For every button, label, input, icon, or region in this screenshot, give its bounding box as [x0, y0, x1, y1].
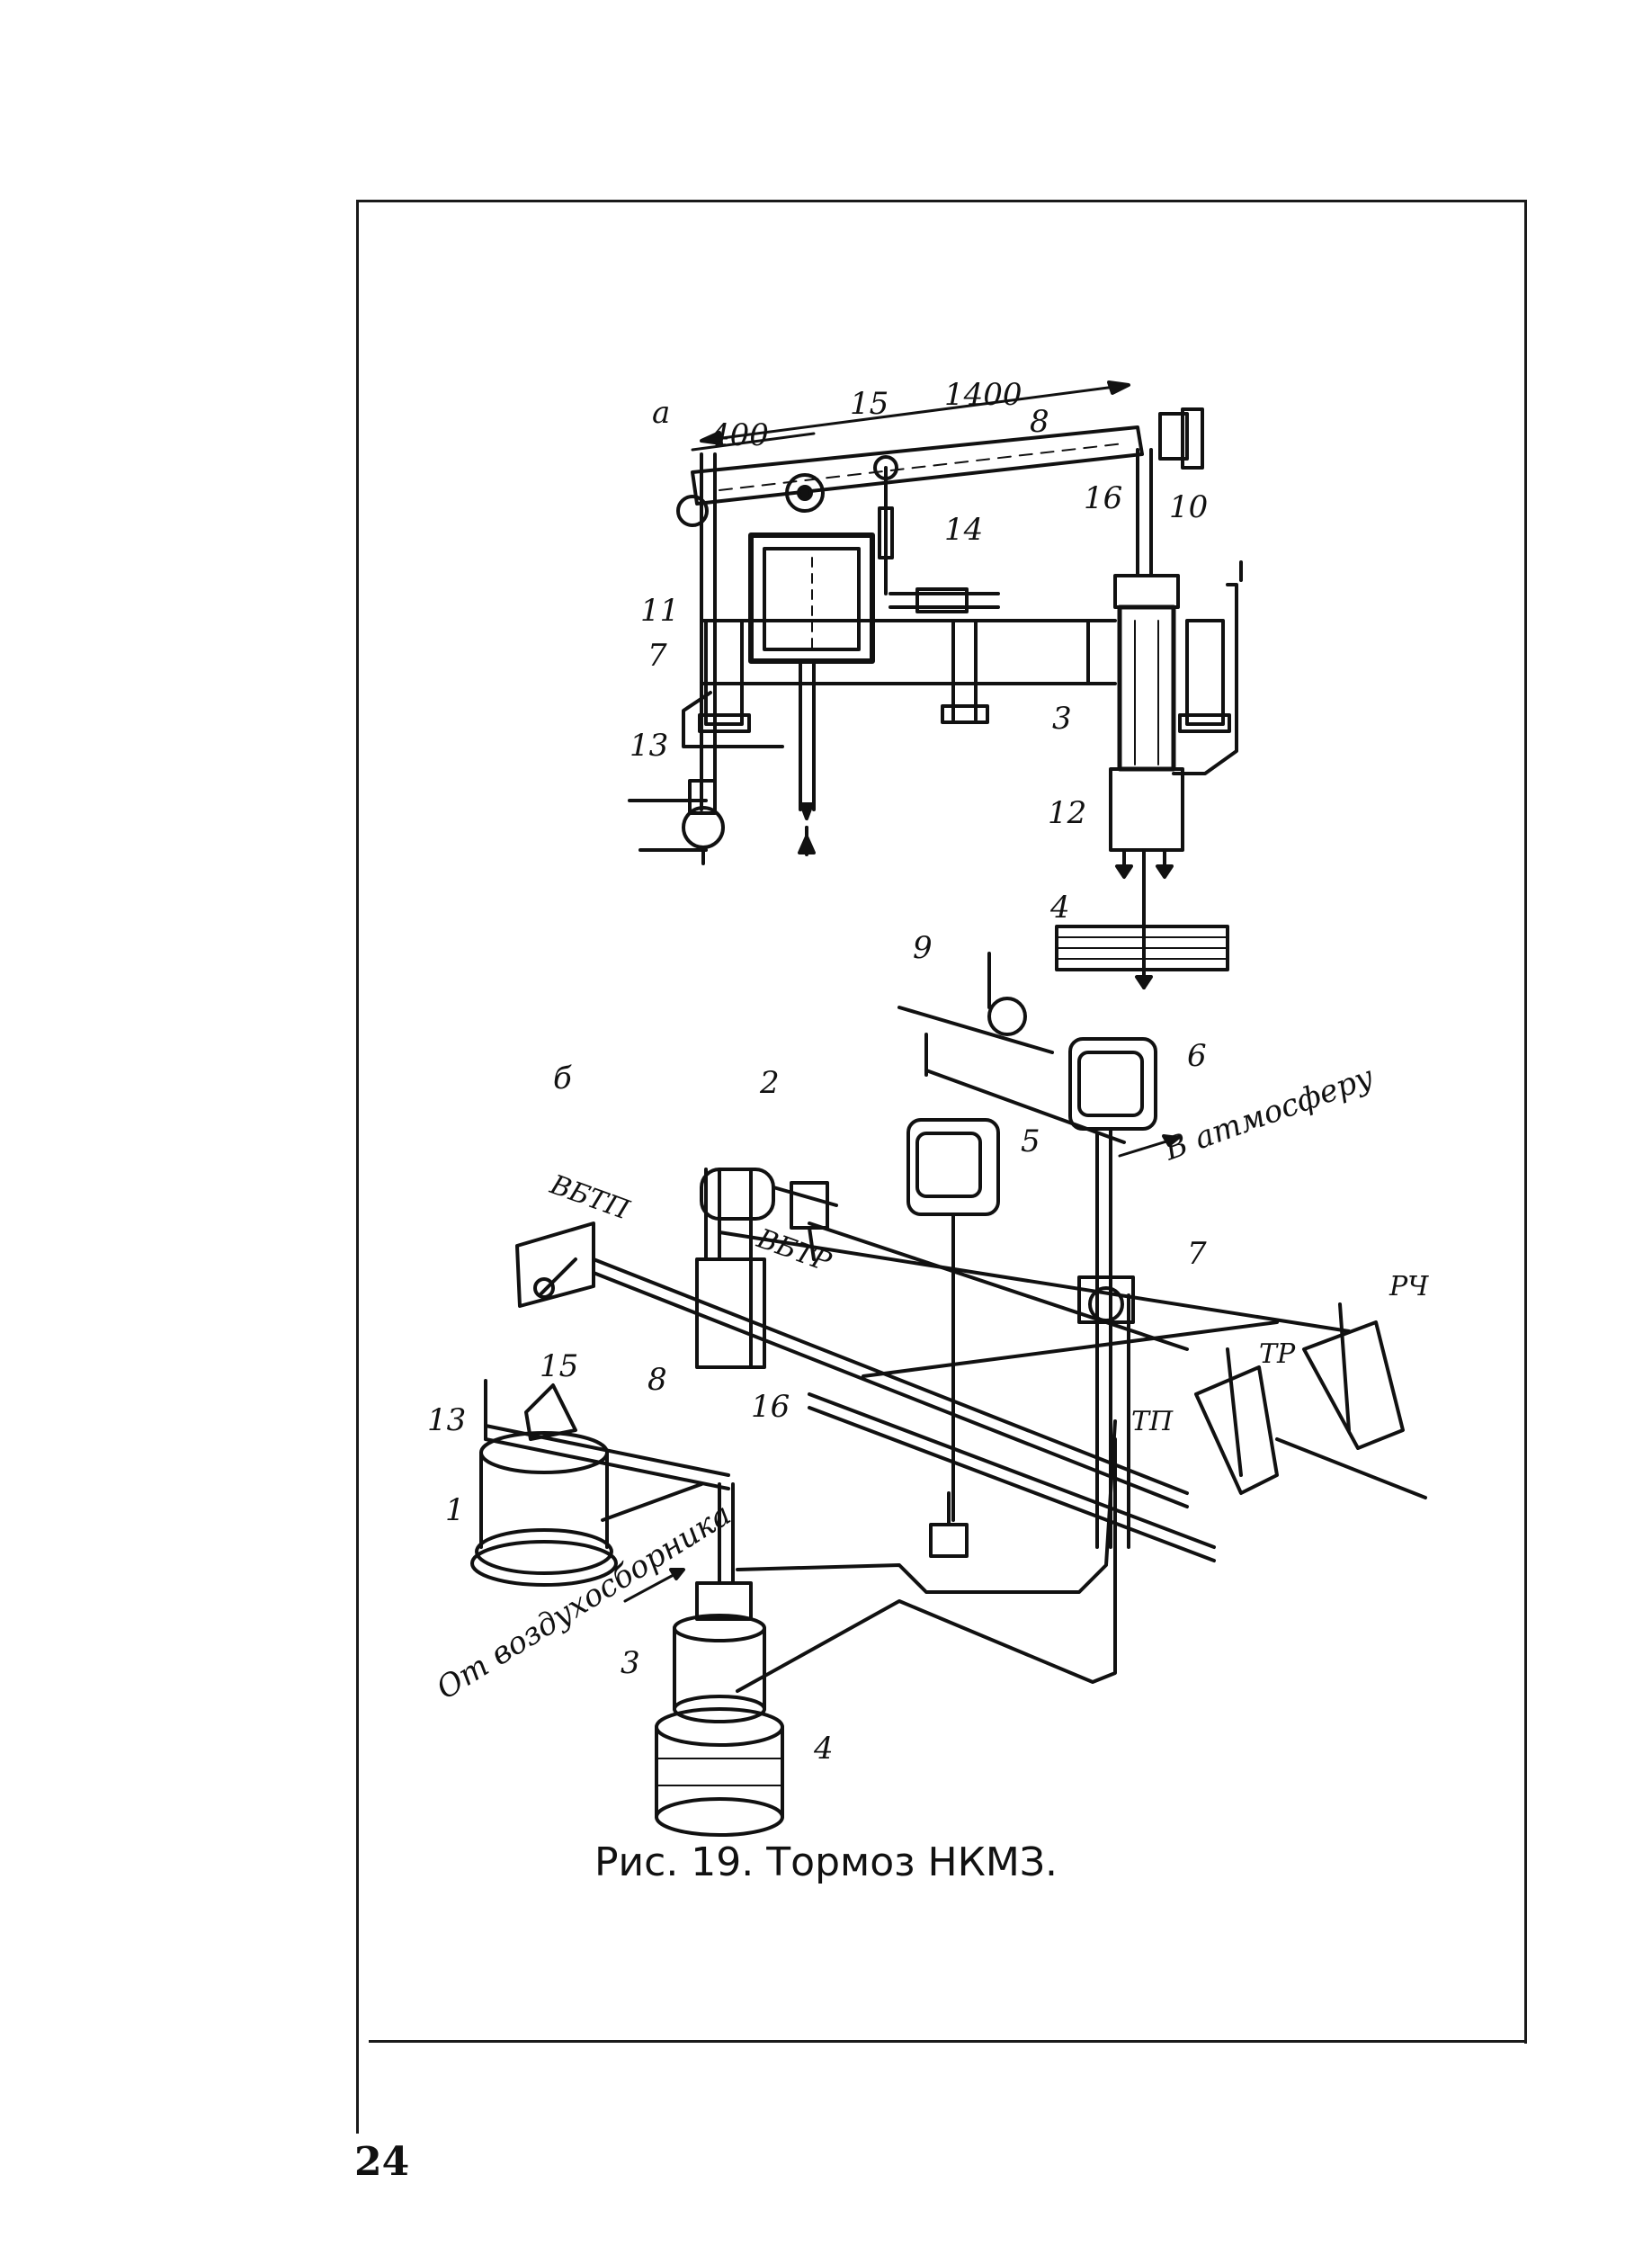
label-b-6: 6	[1187, 1038, 1207, 1074]
label-b-5: 5	[1021, 1123, 1040, 1159]
label-b-13: 13	[427, 1402, 466, 1438]
label-from-air-collector: От воздухосборника	[431, 1497, 737, 1707]
label-a-9: 9	[913, 930, 933, 966]
label-to-atmosphere: В атмосферу	[1158, 1059, 1378, 1168]
label-a-14: 14	[944, 512, 983, 548]
panel-b-drawing	[470, 952, 1427, 1837]
page-number: 24	[354, 2139, 410, 2185]
frame-right-border	[1524, 200, 1527, 2044]
label-b-8: 8	[647, 1362, 667, 1398]
label-a-10: 10	[1169, 489, 1208, 525]
label-a-15: 15	[850, 386, 889, 422]
label-b-7: 7	[1187, 1236, 1207, 1272]
panel-b-labels: б 2 6 5 7 15 8 16 13 1 3 4 ВБТП ВБТР РЧ …	[427, 1038, 1429, 1767]
label-b-1: 1	[445, 1492, 465, 1528]
label-tr: ТР	[1259, 1338, 1296, 1370]
label-a-3: 3	[1052, 701, 1072, 737]
figure-caption: Рис. 19. Тормоз НКМЗ.	[594, 1839, 1058, 1885]
label-b-2: 2	[759, 1065, 780, 1101]
frame-bottom-border	[369, 2040, 1527, 2043]
panel-b-letter: б	[553, 1060, 572, 1096]
label-a-16: 16	[1084, 480, 1122, 516]
label-a-4: 4	[1049, 890, 1070, 926]
label-b-16: 16	[751, 1389, 790, 1425]
label-rch: РЧ	[1389, 1271, 1429, 1302]
label-b-15: 15	[540, 1348, 578, 1384]
dim-400-label: 400	[710, 417, 769, 453]
frame-left-border	[356, 200, 359, 2134]
label-b-3: 3	[621, 1645, 640, 1681]
label-b-4: 4	[813, 1731, 834, 1767]
frame-top-border	[356, 200, 1527, 202]
label-a-13: 13	[630, 728, 668, 764]
label-a-7: 7	[647, 638, 667, 674]
label-vbtp: ВБТП	[545, 1168, 634, 1226]
dim-1400-label: 1400	[944, 377, 1022, 413]
panel-a-letter: а	[652, 395, 670, 431]
panel-a-labels: а 1400 400 15 8 16 10 14 11 7 3 13 12 4 …	[630, 377, 1208, 966]
label-tp: ТП	[1131, 1406, 1174, 1437]
panel-a-drawing	[628, 380, 1243, 989]
label-a-12: 12	[1048, 795, 1086, 831]
label-a-8: 8	[1030, 404, 1049, 440]
label-a-11: 11	[640, 593, 679, 629]
